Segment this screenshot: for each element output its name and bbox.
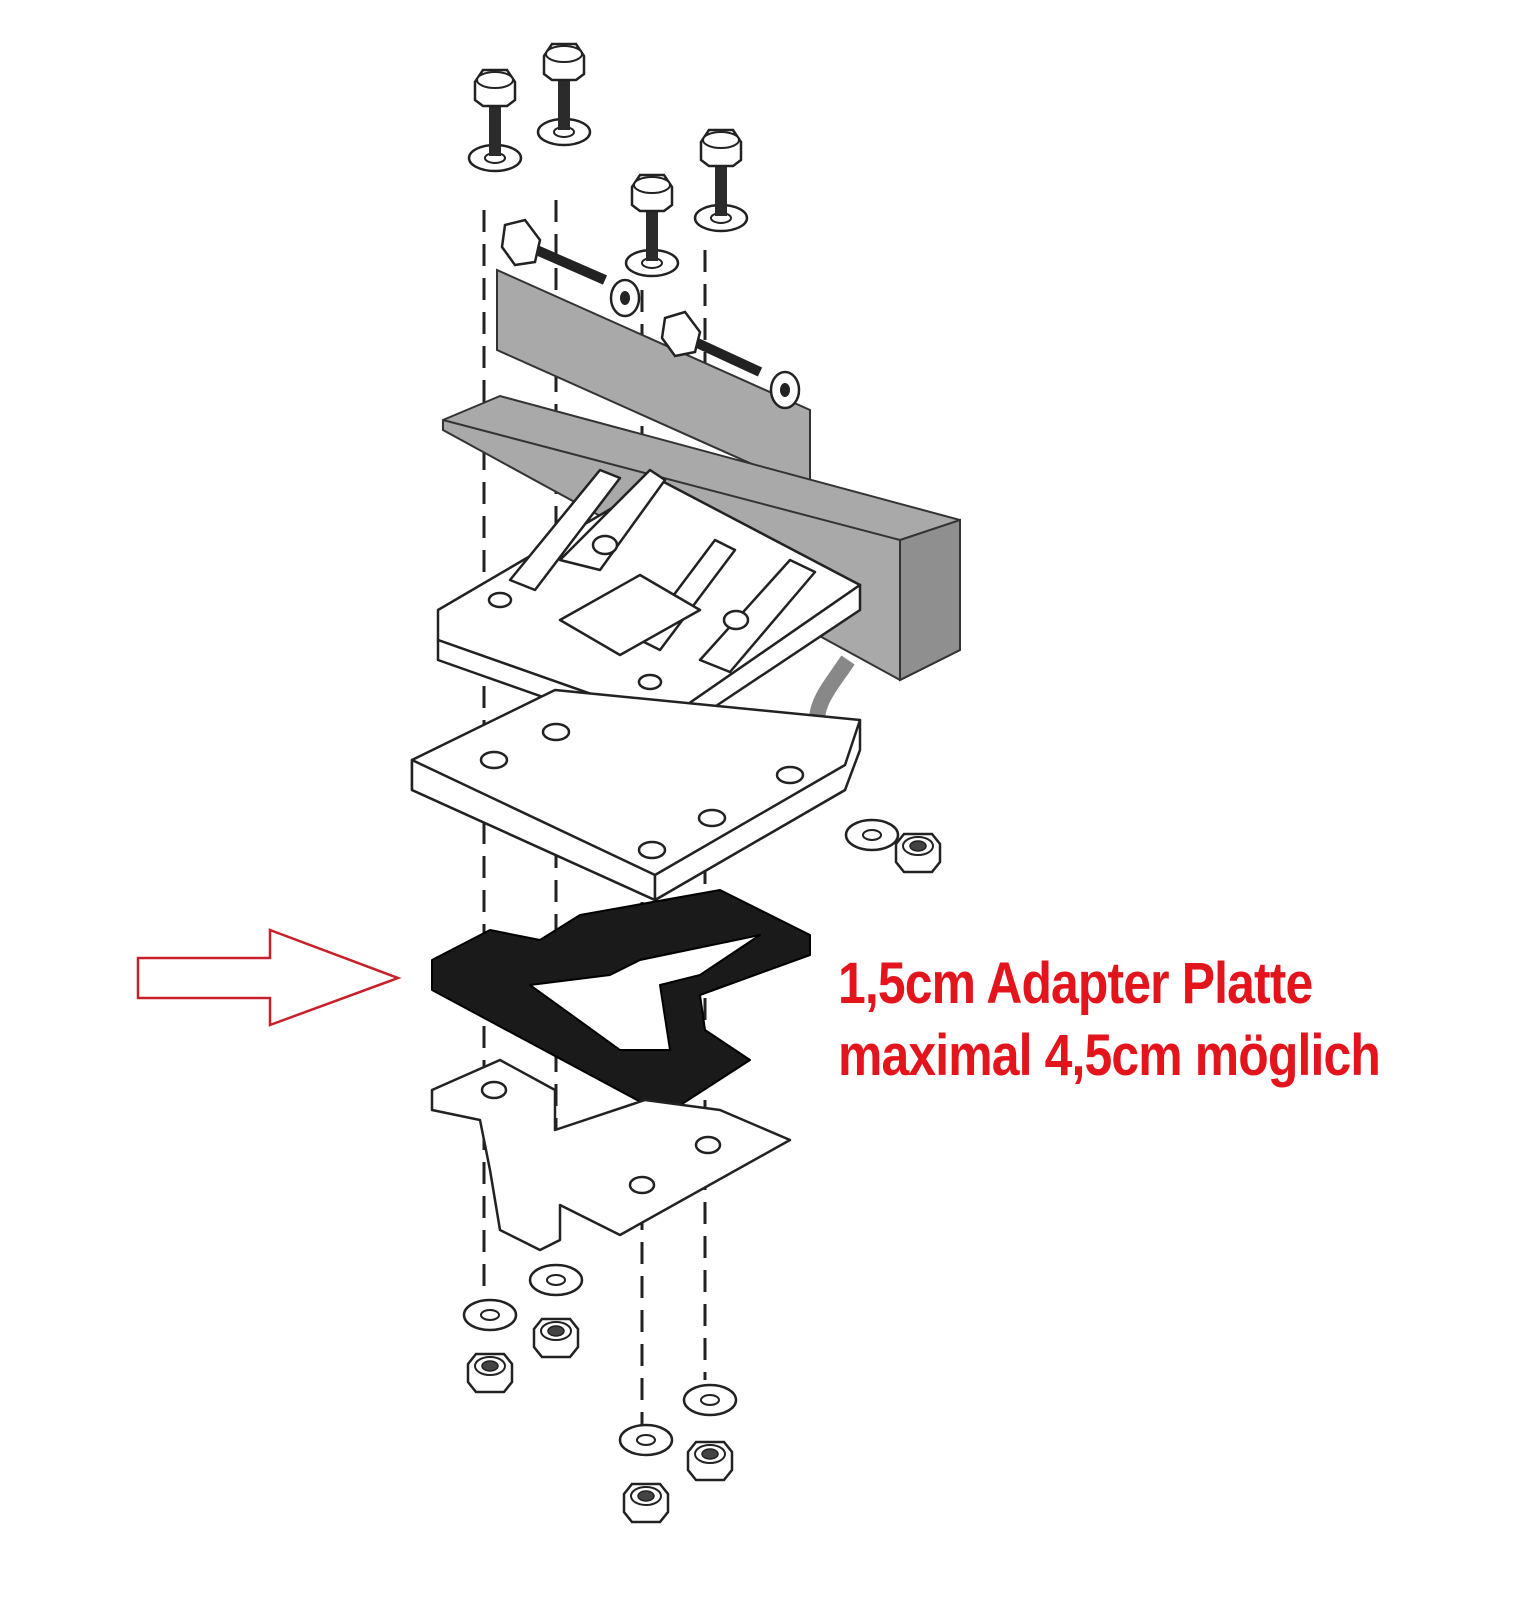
side-washer-and-nut <box>844 818 942 874</box>
bottom-fasteners <box>462 1263 738 1524</box>
horizontal-bolt-lower <box>660 310 801 410</box>
adapter-plate-callout: 1,5cm Adapter Platte maximal 4,5cm mögli… <box>838 948 1381 1092</box>
horizontal-bolt-upper <box>500 218 641 318</box>
callout-line-1: 1,5cm Adapter Platte <box>838 951 1313 1016</box>
adapter-plate <box>431 889 811 1116</box>
callout-line-2: maximal 4,5cm möglich <box>838 1023 1381 1088</box>
mounting-plate <box>410 688 862 902</box>
outlined-right-arrow-icon <box>136 928 402 1027</box>
lower-bracket <box>430 1058 792 1252</box>
